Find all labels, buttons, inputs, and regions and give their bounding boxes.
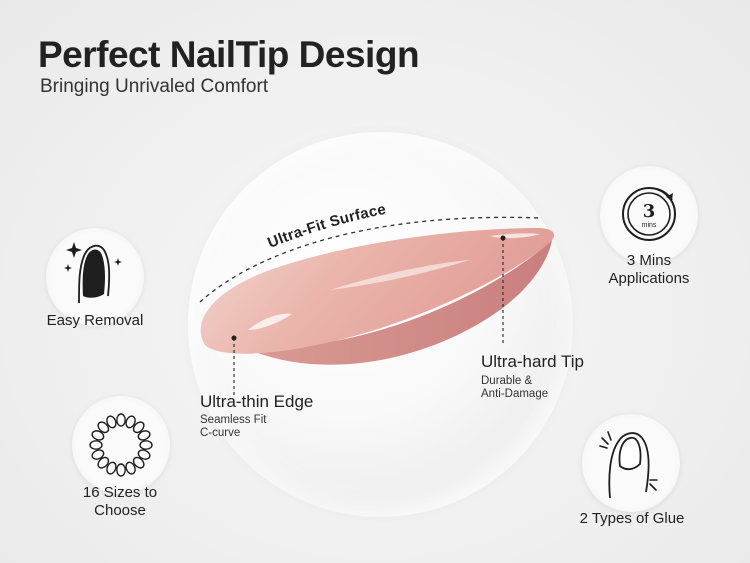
timer-badge: 3 mins	[600, 166, 698, 264]
nail-size-outline	[132, 456, 145, 469]
nail-sizes-icon	[89, 413, 153, 477]
surface-curve	[199, 216, 541, 303]
edge-description: Seamless Fit C-curve	[200, 414, 266, 440]
edge-line-2: C-curve	[200, 427, 241, 439]
sparkle-icon	[66, 242, 82, 258]
nail-size-outline	[132, 421, 145, 434]
nail-size-outline	[125, 415, 136, 429]
glue-finger-icon	[599, 431, 658, 499]
nail-underside	[255, 240, 552, 365]
timer-label-line-2: Applications	[608, 270, 690, 287]
timer-number: 3	[643, 201, 656, 222]
sizes-label: 16 Sizes to Choose	[60, 484, 180, 520]
tip-line-1: Durable &	[481, 375, 533, 387]
sizes-label-line-1: 16 Sizes to	[82, 484, 158, 501]
nail-size-outline	[97, 421, 110, 434]
nail-size-outline	[137, 449, 151, 460]
nail-size-outline	[139, 440, 153, 450]
page-subtitle: Bringing Unrivaled Comfort	[40, 76, 269, 97]
sizes-badge	[72, 396, 170, 494]
nail-size-outline	[89, 440, 103, 450]
nail-size-outline	[91, 430, 105, 441]
nail-size-outline	[91, 449, 105, 460]
easy-removal-badge	[46, 228, 144, 326]
surface-label: Ultra-Fit Surface	[265, 201, 387, 252]
tip-description: Durable & Anti-Damage	[481, 375, 548, 401]
timer-label-line-1: 3 Mins	[626, 252, 672, 269]
easy-removal-label: Easy Removal	[46, 312, 144, 329]
nail-surface	[200, 228, 555, 354]
edge-line-1: Seamless Fit	[200, 414, 267, 426]
tip-title: Ultra-hard Tip	[481, 352, 584, 371]
nail-size-outline	[125, 461, 136, 475]
page-title: Perfect NailTip Design	[38, 34, 420, 75]
tip-line-2: Anti-Damage	[481, 388, 549, 400]
timer-icon: 3 mins	[622, 187, 676, 241]
glue-badge	[582, 414, 680, 512]
nail-size-outline	[106, 415, 117, 429]
edge-title: Ultra-thin Edge	[200, 392, 314, 411]
nail-size-outline	[116, 413, 126, 427]
nail-size-outline	[116, 463, 126, 477]
nail-size-outline	[97, 456, 110, 469]
timer-unit: mins	[642, 222, 657, 229]
glue-label: 2 Types of Glue	[579, 510, 685, 527]
sizes-label-line-2: Choose	[94, 502, 146, 519]
timer-label: 3 Mins Applications	[594, 252, 704, 288]
nail-size-outline	[106, 461, 117, 475]
nail-removal-icon	[64, 242, 122, 304]
nail-size-outline	[137, 430, 151, 441]
